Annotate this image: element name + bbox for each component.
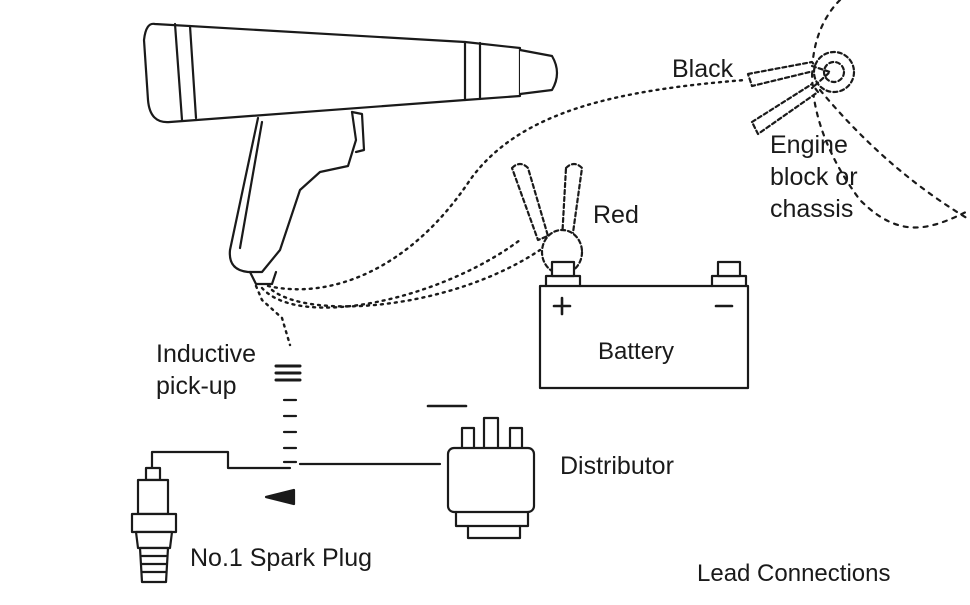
distributor-label: Distributor	[560, 452, 674, 480]
spark-plug-icon	[130, 466, 178, 584]
pickup-arrow-icon	[264, 488, 296, 506]
black-lead-label: Black	[672, 55, 734, 83]
red-clamp-icon	[510, 162, 584, 276]
engine-block-label: Engine block or chassis	[770, 129, 880, 225]
black-clamp-icon	[746, 50, 856, 136]
spark-plug-lead	[150, 450, 442, 472]
red-lead-wire-b	[270, 248, 542, 308]
diagram-caption: Lead Connections	[697, 560, 891, 587]
engine-block-label-line2: block or	[770, 163, 858, 191]
pickup-lead-wire	[254, 284, 292, 347]
inductive-pickup-label-line1: Inductive	[156, 340, 257, 368]
timing-light-gun-icon	[142, 22, 559, 286]
inductive-pickup-icon	[274, 364, 302, 464]
battery-label: Battery	[598, 338, 675, 365]
red-lead-label: Red	[593, 201, 639, 229]
engine-block-label-line1: Engine	[770, 131, 848, 159]
inductive-pickup-label: Inductive pick-up	[156, 338, 276, 402]
red-lead-wire-a	[260, 238, 522, 309]
engine-block-outline	[811, 0, 970, 229]
engine-block-label-line3: chassis	[770, 195, 854, 223]
battery-icon	[538, 260, 750, 390]
black-lead-wire	[266, 78, 747, 291]
distributor-icon	[426, 404, 536, 540]
inductive-pickup-label-line2: pick-up	[156, 372, 237, 400]
spark-plug-label: No.1 Spark Plug	[190, 544, 373, 572]
